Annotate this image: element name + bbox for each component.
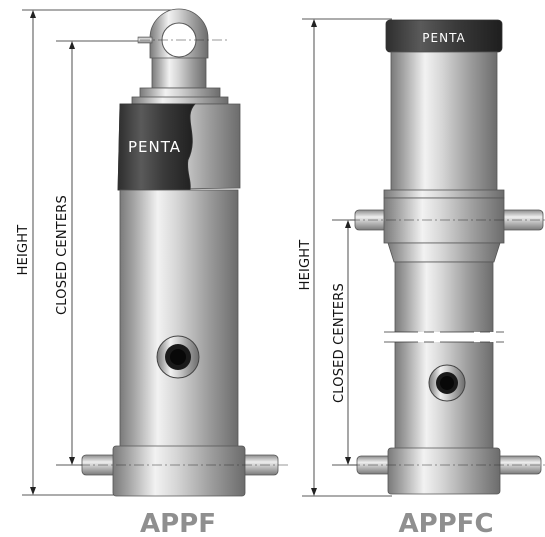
- appfc-lower-tube: [394, 261, 494, 453]
- appfc-brand-logo: PENTA: [422, 31, 465, 45]
- appf-base: [112, 445, 246, 497]
- appf-model-label: APPF: [140, 509, 216, 537]
- appfc-closed-centers-label: CLOSED CENTERS: [332, 283, 347, 403]
- appf-closed-centers-label: CLOSED CENTERS: [55, 195, 70, 315]
- appfc-model-label: APPFC: [398, 509, 493, 537]
- appfc-cylinder: PENTA HEIGHT CLOSED CENTERS APPFC: [298, 18, 545, 537]
- appf-height-label: HEIGHT: [16, 225, 31, 276]
- appfc-break-lines: [384, 331, 504, 343]
- appfc-trunnion-collar: [383, 197, 505, 244]
- appfc-base: [387, 447, 501, 495]
- appfc-upper-tube: [390, 51, 498, 193]
- appf-body: [119, 189, 239, 449]
- appfc-height-dimension: [302, 18, 392, 497]
- appf-arrows: [30, 10, 75, 495]
- appfc-height-label: HEIGHT: [298, 240, 313, 291]
- appfc-arrows: [311, 19, 351, 496]
- appf-brand-logo: PENTA: [128, 138, 181, 156]
- appf-cylinder: PENTA HEIGHT CLOSED CENTERS APPF: [16, 8, 290, 537]
